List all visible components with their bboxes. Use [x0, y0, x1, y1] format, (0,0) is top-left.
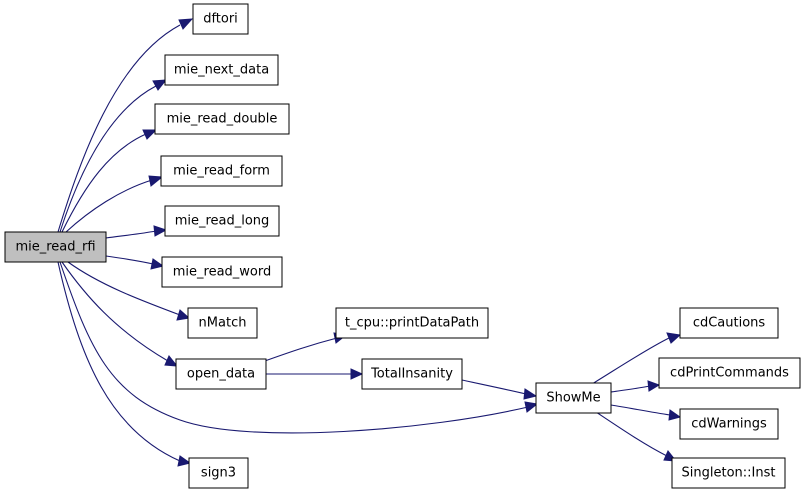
node-dftori[interactable]: dftori: [192, 3, 249, 35]
edge-ShowMe-cdPrintCommands: [610, 385, 651, 393]
node-Singleton_Inst[interactable]: Singleton::Inst: [671, 457, 786, 489]
edge-mie_read_rfi-dftori: [57, 24, 181, 233]
arrowhead-cdCautions: [666, 332, 682, 344]
edge-mie_read_rfi-ShowMe: [59, 261, 529, 434]
node-box: [175, 358, 267, 390]
node-label: cdPrintCommands: [670, 366, 789, 381]
node-cdPrintCommands[interactable]: cdPrintCommands: [658, 357, 801, 389]
node-label: mie_next_data: [174, 63, 269, 78]
node-label: mie_read_word: [173, 265, 272, 280]
edge-mie_read_rfi-open_data: [61, 261, 169, 362]
node-TotalInsanity[interactable]: TotalInsanity: [361, 358, 463, 390]
arrowheads: [142, 18, 682, 467]
arrowhead-mie_read_form: [148, 175, 164, 187]
node-mie_read_word[interactable]: mie_read_word: [161, 256, 283, 288]
arrowhead-TotalInsanity: [350, 368, 364, 380]
node-label: sign3: [201, 466, 236, 481]
edge-mie_read_rfi-sign3: [57, 261, 181, 462]
node-box: [361, 358, 463, 390]
arrowhead-nMatch: [176, 309, 191, 321]
edge-mie_read_rfi-mie_next_data: [59, 85, 157, 233]
edge-mie_read_rfi-mie_read_word: [105, 255, 154, 265]
node-label: cdCautions: [693, 316, 766, 331]
edge-open_data-t_cpu_printDataPath: [261, 337, 338, 363]
node-label: mie_read_long: [175, 214, 270, 229]
node-t_cpu_printDataPath[interactable]: t_cpu::printDataPath: [335, 307, 489, 339]
node-cdCautions[interactable]: cdCautions: [679, 307, 779, 339]
arrowhead-mie_read_double: [142, 129, 158, 140]
node-box: [188, 457, 249, 489]
node-nMatch[interactable]: nMatch: [187, 307, 258, 339]
arrowhead-dftori: [178, 18, 194, 30]
node-label: mie_read_rfi: [15, 240, 95, 255]
arrowhead-open_data: [164, 355, 179, 367]
node-label: nMatch: [199, 316, 247, 331]
arrowhead-ShowMe-from-TotalInsanity: [523, 388, 538, 400]
arrowhead-mie_read_word: [150, 258, 165, 270]
node-label: mie_read_double: [167, 112, 278, 127]
edges: [57, 24, 671, 462]
node-box: [4, 231, 107, 263]
node-box: [679, 307, 779, 339]
node-label: open_data: [187, 367, 255, 382]
node-label: Singleton::Inst: [682, 466, 776, 481]
edge-mie_read_rfi-mie_read_form: [65, 179, 153, 233]
edge-ShowMe-cdCautions: [591, 337, 670, 385]
node-label: ShowMe: [546, 391, 600, 406]
node-label: t_cpu::printDataPath: [345, 316, 479, 331]
node-label: TotalInsanity: [370, 367, 453, 382]
node-box: [164, 205, 280, 237]
edge-ShowMe-Singleton_Inst: [595, 411, 668, 457]
node-label: cdWarnings: [691, 417, 767, 432]
edge-mie_read_rfi-nMatch: [67, 261, 181, 316]
node-box: [154, 103, 290, 135]
arrowhead-cdWarnings: [668, 409, 682, 421]
edge-mie_read_rfi-mie_read_double: [61, 133, 147, 233]
nodes: mie_read_rfi dftori mie_next_data mie_re…: [4, 3, 801, 489]
node-open_data[interactable]: open_data: [175, 358, 267, 390]
arrowhead-ShowMe-from-root: [524, 401, 539, 413]
node-mie_read_double[interactable]: mie_read_double: [154, 103, 290, 135]
node-box: [161, 256, 283, 288]
arrowhead-cdPrintCommands: [647, 380, 661, 392]
arrowhead-mie_next_data: [152, 79, 168, 91]
arrowhead-sign3: [177, 455, 192, 467]
node-box: [658, 357, 801, 389]
edge-TotalInsanity-ShowMe: [461, 379, 527, 395]
node-box: [187, 307, 258, 339]
node-mie_read_long[interactable]: mie_read_long: [164, 205, 280, 237]
node-box: [164, 54, 279, 86]
node-box: [335, 307, 489, 339]
node-box: [671, 457, 786, 489]
node-box: [192, 3, 249, 35]
node-box: [679, 408, 779, 440]
node-mie_read_form[interactable]: mie_read_form: [160, 155, 283, 187]
node-mie_next_data[interactable]: mie_next_data: [164, 54, 279, 86]
node-mie_read_rfi[interactable]: mie_read_rfi: [4, 231, 107, 263]
node-label: mie_read_form: [173, 164, 270, 179]
node-cdWarnings[interactable]: cdWarnings: [679, 408, 779, 440]
node-label: dftori: [203, 12, 238, 27]
node-box: [160, 155, 283, 187]
edge-mie_read_rfi-mie_read_long: [105, 230, 157, 239]
node-ShowMe[interactable]: ShowMe: [535, 382, 612, 414]
node-sign3[interactable]: sign3: [188, 457, 249, 489]
arrowhead-mie_read_long: [153, 225, 168, 237]
edge-ShowMe-cdWarnings: [610, 404, 671, 416]
node-box: [535, 382, 612, 414]
